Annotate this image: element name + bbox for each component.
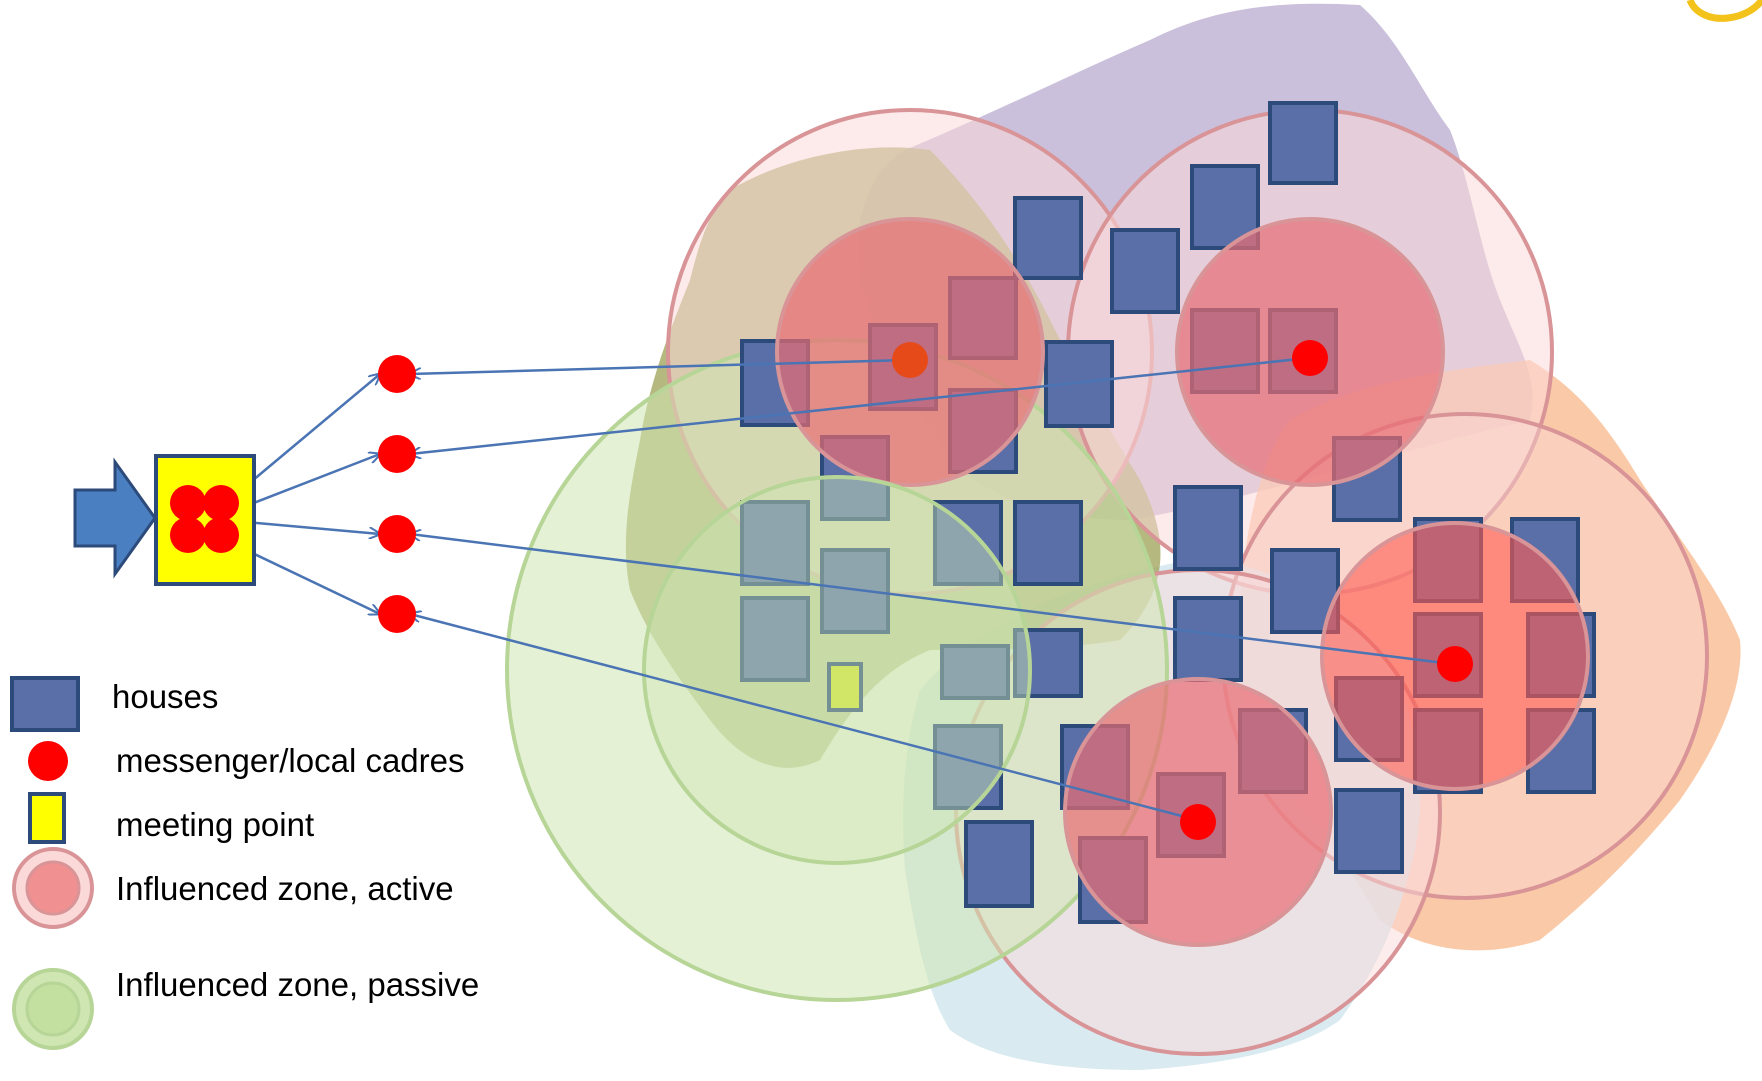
legend-label-meeting-point: meeting point <box>116 806 315 843</box>
passive-zone-inner <box>642 475 1032 865</box>
connection-line <box>410 614 1198 822</box>
legend-messenger-symbol <box>28 741 68 781</box>
connection-line <box>245 454 380 508</box>
legend-symbols <box>10 676 94 1050</box>
meeting-point-marker <box>827 662 863 712</box>
messenger-dot <box>1292 340 1328 376</box>
house <box>1013 500 1083 586</box>
legend-label-houses: houses <box>112 678 219 715</box>
house <box>1110 228 1180 314</box>
legend-meeting-point-symbol <box>28 792 66 844</box>
house <box>1173 596 1243 682</box>
house <box>740 500 810 586</box>
messenger-dot <box>892 342 928 378</box>
connection-line <box>410 534 1453 666</box>
messenger-dot <box>378 435 416 473</box>
messenger-dot <box>378 515 416 553</box>
legend-house-symbol <box>10 676 80 732</box>
house <box>1173 485 1243 571</box>
messenger-dot <box>170 485 206 521</box>
meeting-point <box>154 454 256 586</box>
legend-passive-zone-inner <box>25 981 81 1037</box>
house <box>940 644 1010 700</box>
meeting-point-box <box>154 454 256 586</box>
house <box>1268 101 1338 185</box>
relay-messengers <box>378 355 416 633</box>
house <box>740 596 810 682</box>
messenger-dot <box>1180 804 1216 840</box>
connection-line <box>245 548 380 614</box>
messenger-dot <box>170 517 206 553</box>
house <box>820 548 890 634</box>
house <box>1013 196 1083 280</box>
messenger-dot <box>378 355 416 393</box>
connection-line <box>245 520 380 534</box>
house <box>964 820 1034 908</box>
legend-label-messenger: messenger/local cadres <box>116 742 465 779</box>
legend-label-passive-zone: Influenced zone, passive <box>116 966 480 1003</box>
legend-label-active-zone: Influenced zone, active <box>116 870 454 907</box>
connection-line <box>245 374 380 487</box>
connections <box>245 356 1453 822</box>
house <box>933 500 1003 586</box>
messenger-dot <box>378 595 416 633</box>
connection-line <box>410 356 1309 454</box>
messenger-dot <box>1437 646 1473 682</box>
source-messengers <box>892 340 1473 840</box>
legend-active-zone-inner <box>25 860 81 916</box>
logo-fragment <box>1686 0 1762 22</box>
house <box>1334 788 1404 874</box>
messenger-dot <box>203 485 239 521</box>
connection-line <box>410 358 908 374</box>
messenger-dot <box>203 517 239 553</box>
right-arrow-icon <box>73 457 157 579</box>
